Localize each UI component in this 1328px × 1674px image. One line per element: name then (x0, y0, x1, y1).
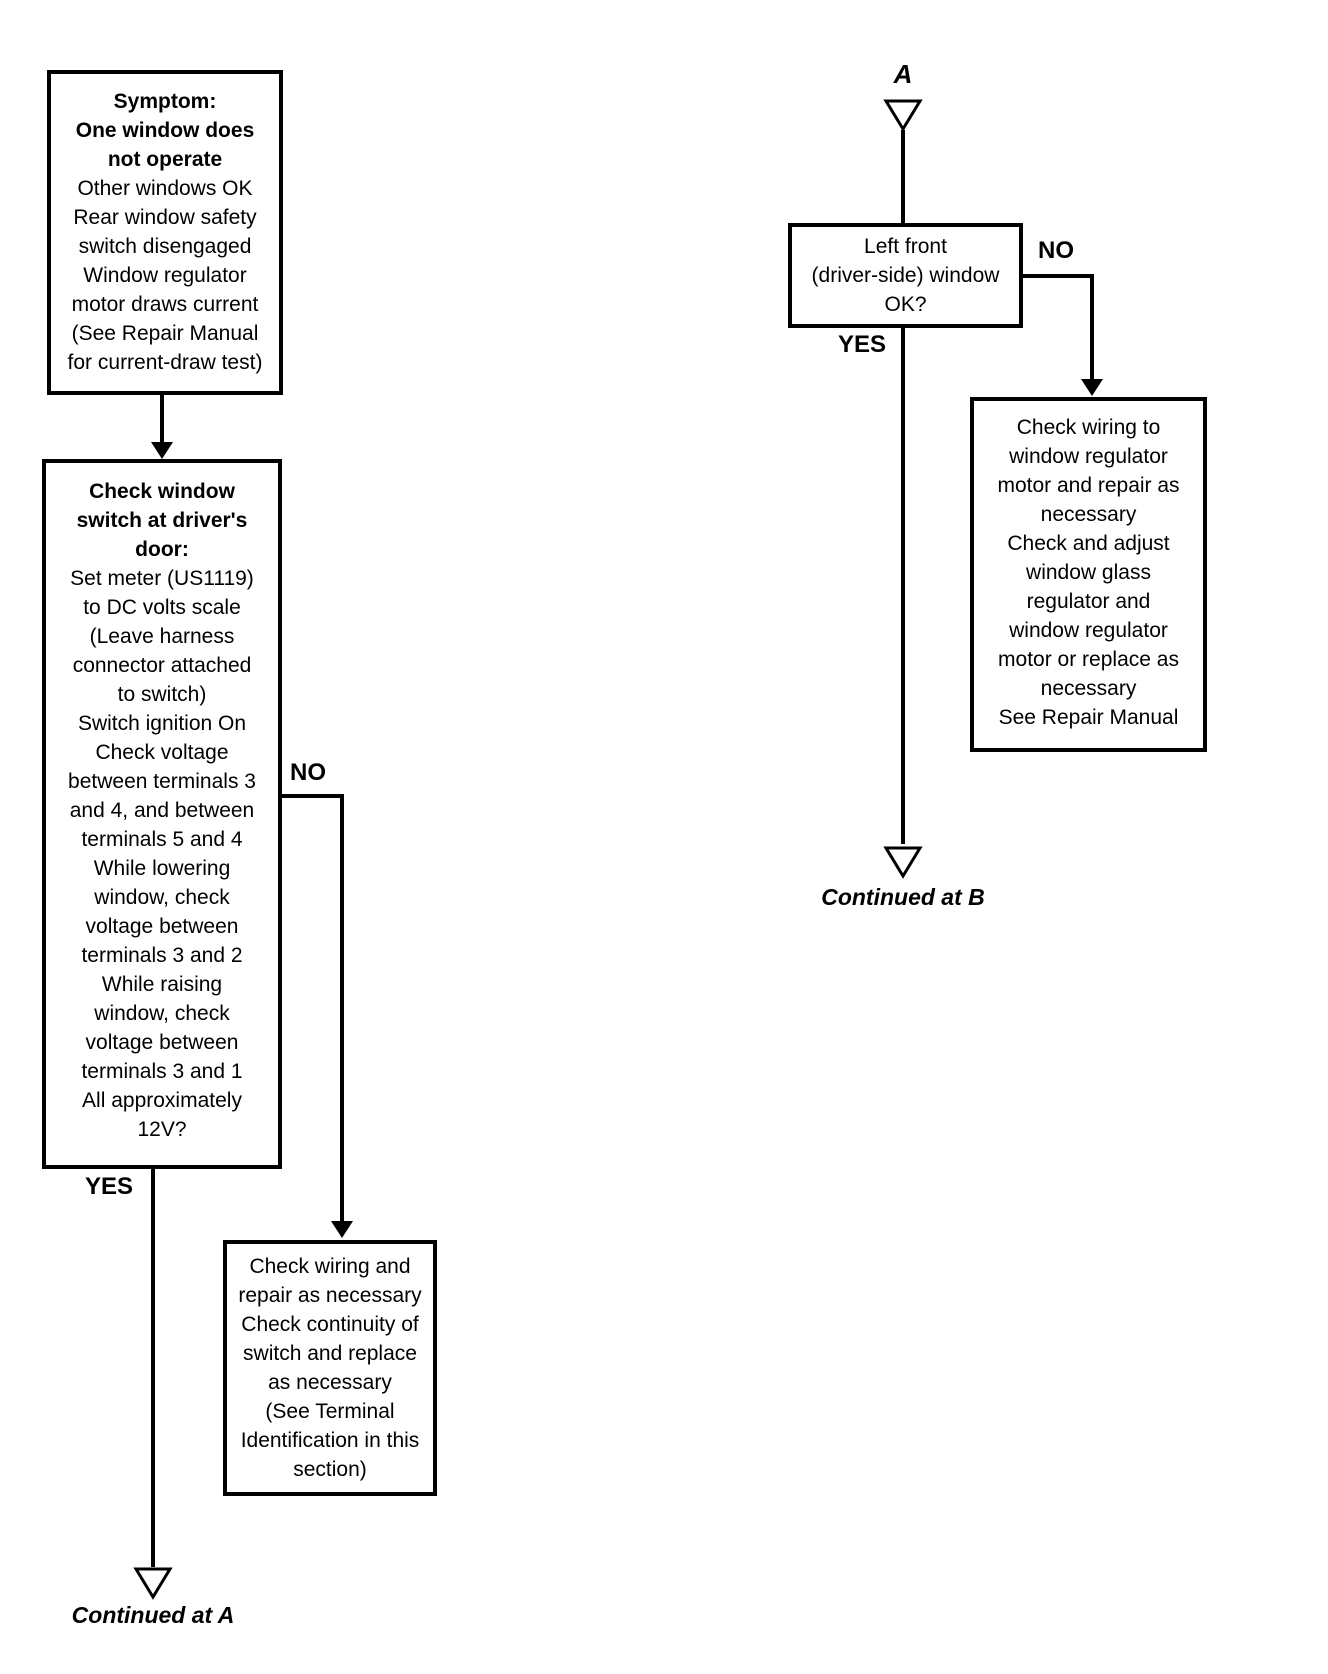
flow-line-yes-to-continued-b (901, 328, 905, 844)
flow-line-no-right-vertical (1090, 274, 1094, 380)
check-switch-body: Set meter (US1119) to DC volts scale (Le… (68, 567, 256, 1141)
branch-label-no-left: NO (290, 759, 326, 786)
flow-line-no-left-horizontal (282, 794, 344, 798)
wiring-switch-body: Check wiring and repair as necessary Che… (238, 1255, 422, 1481)
flow-line-symptom-to-check-switch (160, 395, 164, 443)
flowchart-box-wiring-motor: Check wiring to window regulator motor a… (970, 397, 1207, 752)
flowchart-box-window-ok: Left front (driver-side) window OK? (788, 223, 1023, 328)
arrow-down-icon (331, 1221, 353, 1238)
continuation-triangle-a-bottom-icon (133, 1567, 173, 1600)
continued-at-a-label: Continued at A (71, 1602, 235, 1628)
branch-label-yes-left: YES (85, 1173, 134, 1200)
branch-label-yes-right: YES (838, 331, 887, 358)
flowchart-box-check-switch: Check window switch at driver's door: Se… (42, 459, 282, 1169)
continuation-triangle-a-top-icon (883, 99, 923, 132)
flow-line-no-left-vertical (340, 794, 344, 1222)
symptom-body: Other windows OK Rear window safety swit… (67, 177, 263, 374)
flow-line-no-right-horizontal (1023, 274, 1094, 278)
flowchart-box-symptom: Symptom: One window does not operate Oth… (47, 70, 283, 395)
continued-at-b-label: Continued at B (821, 884, 985, 910)
continuation-triangle-b-icon (883, 846, 923, 879)
arrow-down-icon (1081, 379, 1103, 396)
symptom-heading: Symptom: One window does not operate (75, 90, 255, 171)
branch-label-no-right: NO (1038, 237, 1074, 264)
flow-line-a-to-window-ok (901, 130, 905, 223)
arrow-down-icon (151, 442, 173, 459)
connector-a-label: A (893, 59, 913, 89)
check-switch-heading: Check window switch at driver's door: (76, 480, 248, 561)
flowchart-box-wiring-switch: Check wiring and repair as necessary Che… (223, 1240, 437, 1496)
window-ok-body: Left front (driver-side) window OK? (811, 235, 1000, 316)
wiring-motor-body: Check wiring to window regulator motor a… (997, 416, 1180, 729)
flow-line-yes-to-continued-a (151, 1169, 155, 1567)
